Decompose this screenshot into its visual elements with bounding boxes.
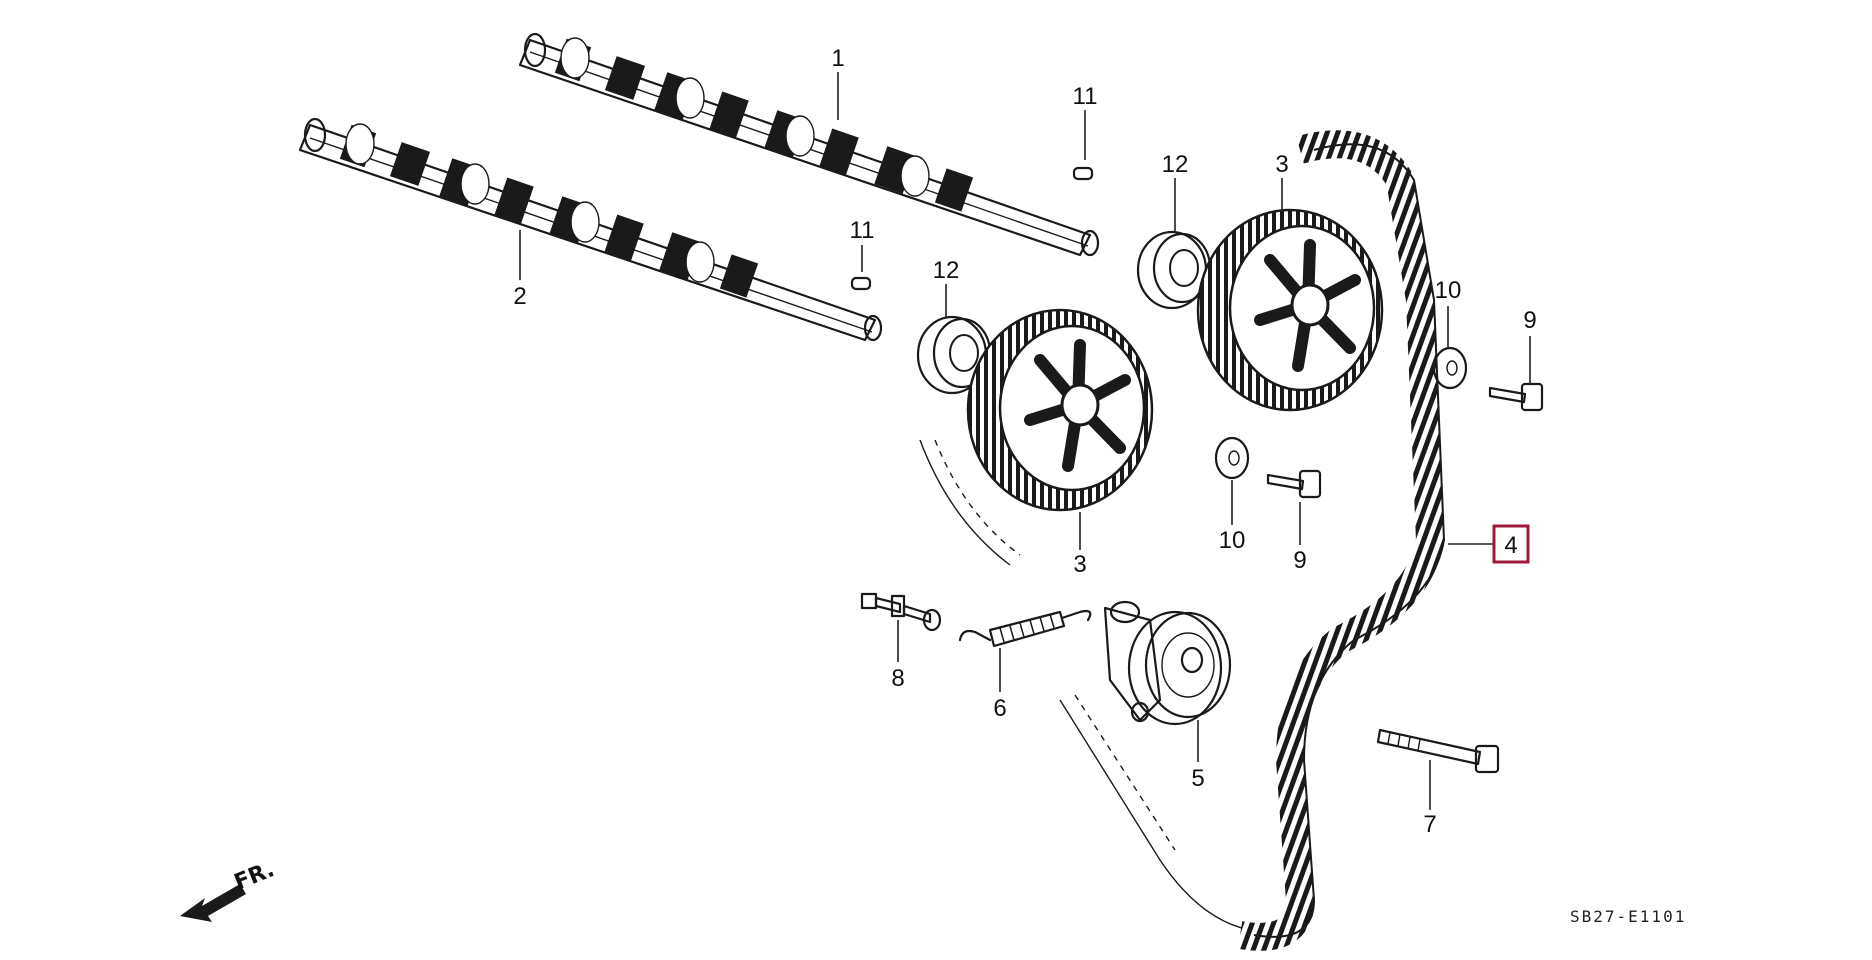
front-arrow-icon [180,884,246,922]
camshaft-upper [518,32,1100,257]
leader-lines [519,72,1531,810]
callout-9-center: 9 [1293,547,1306,574]
callout-3-upper: 3 [1275,151,1288,178]
drawing-code: SB27-E1101 [1570,907,1686,926]
callout-7: 7 [1423,811,1436,838]
callout-12-lower: 12 [933,257,960,284]
callout-5: 5 [1191,765,1204,792]
woodruff-key-lower [850,276,872,291]
callout-11-lower: 11 [850,217,875,244]
callout-3-lower: 3 [1073,551,1086,578]
tensioner-bolt [1376,728,1500,774]
callout-9-right: 9 [1523,307,1536,334]
adjusting-bolt [860,592,942,632]
oil-seal-lower [916,315,992,395]
timing-belt [1237,130,1446,951]
callout-4: 4 [1504,532,1517,559]
front-label: FR. [231,857,278,895]
callout-12-upper: 12 [1162,151,1189,178]
callout-8: 8 [891,665,904,692]
camshaft-lower [298,117,883,342]
callout-1: 1 [831,45,844,72]
timing-belt-tensioner [1103,600,1232,726]
woodruff-key-upper [1072,166,1094,181]
front-direction-indicator: FR. [180,857,278,922]
callout-4-highlight[interactable]: 4 [1492,524,1530,564]
callouts: 1 2 11 11 12 12 3 3 10 9 10 9 5 7 8 6 [513,45,1536,838]
tensioner-spring [958,609,1092,648]
callout-10-right: 10 [1435,277,1462,304]
timing-belt-cover-edge [919,439,1251,931]
camshaft-pulley-lower [966,308,1154,512]
callout-2: 2 [513,283,526,310]
pulley-bolt-right [1488,382,1544,412]
callout-11-upper: 11 [1073,83,1098,110]
camshaft-pulley-upper [1196,208,1384,412]
washer-right [1432,346,1468,390]
callout-10-center: 10 [1219,527,1246,554]
callout-6: 6 [993,695,1006,722]
washer-center [1214,436,1250,480]
pulley-bolt-center [1266,469,1322,499]
